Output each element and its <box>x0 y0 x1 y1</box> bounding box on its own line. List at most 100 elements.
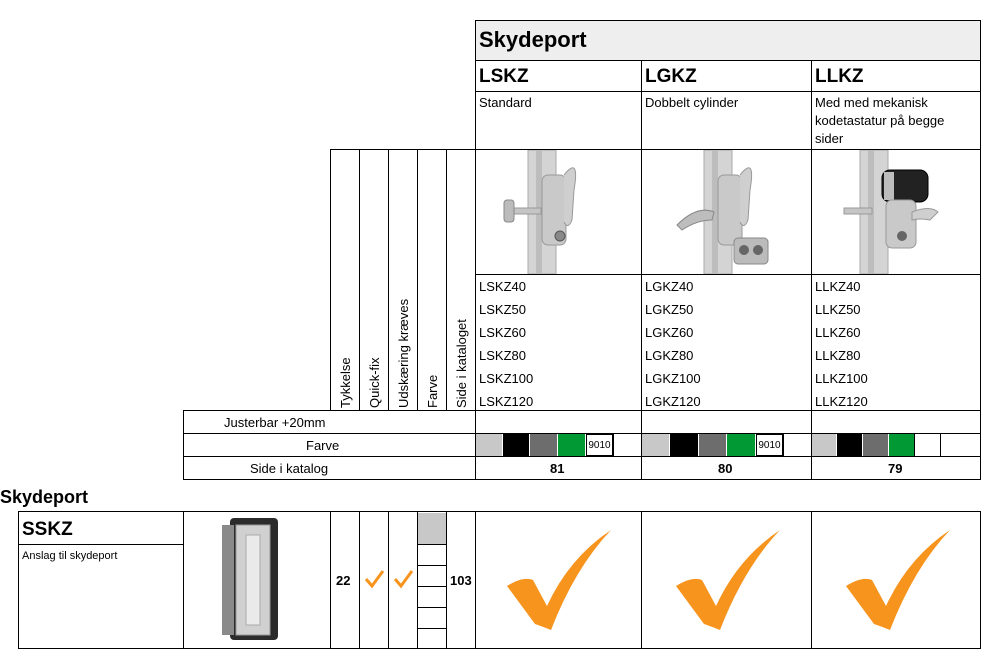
swatch-light-grey <box>642 434 669 456</box>
swatch-9010: 9010 <box>756 434 783 456</box>
accessory-farve-grey-cell <box>418 513 446 544</box>
page-number-lskz: 81 <box>550 461 565 476</box>
col-header-tykkelse: Tykkelse <box>338 357 353 408</box>
check-icon-llkz <box>846 530 950 630</box>
product-code-llkz: LLKZ <box>815 66 864 87</box>
grid-line <box>914 433 915 456</box>
row-label-justerbar: Justerbar +20mm <box>224 415 326 430</box>
accessory-page: 103 <box>450 573 472 588</box>
grid-line <box>475 20 981 21</box>
grid-line <box>475 20 476 479</box>
product-image-lgkz <box>676 150 769 274</box>
grid-line <box>783 433 784 456</box>
col-header-quick-fix: Quick-fix <box>367 357 382 408</box>
variant-item: LLKZ40 <box>815 279 861 294</box>
grid-line <box>475 274 981 275</box>
grid-line <box>388 149 389 410</box>
grid-line <box>475 60 981 61</box>
swatch-green <box>558 434 585 456</box>
grid-line <box>183 511 184 649</box>
product-image-lskz <box>503 150 577 274</box>
col-header-side-i-kataloget: Side i kataloget <box>454 319 469 408</box>
grid-line <box>18 511 19 649</box>
variant-item: LGKZ60 <box>645 325 694 340</box>
accessory-code: SSKZ <box>22 519 73 540</box>
grid-line <box>417 607 446 608</box>
product-desc-lskz: Standard <box>479 95 532 110</box>
variant-item: LGKZ50 <box>645 302 694 317</box>
col-header-farve: Farve <box>425 374 440 408</box>
check-icon-lskz <box>507 530 611 630</box>
variant-item: LSKZ40 <box>479 279 526 294</box>
variant-item: LGKZ80 <box>645 348 694 363</box>
grid-line <box>417 511 418 649</box>
variant-item: LLKZ60 <box>815 325 861 340</box>
swatch-light-grey <box>476 434 502 456</box>
page-number-lgkz: 80 <box>718 461 733 476</box>
grid-line <box>980 511 981 649</box>
row-label-side: Side i katalog <box>250 461 329 476</box>
section-title: Skydeport <box>0 487 89 507</box>
grid-line <box>980 20 981 479</box>
variant-item: LSKZ60 <box>479 325 526 340</box>
check-icon-lgkz <box>676 530 780 630</box>
grid-line <box>811 60 812 479</box>
grid-line <box>940 433 941 456</box>
grid-line <box>18 544 183 545</box>
accessory-image <box>222 518 278 640</box>
grid-line <box>359 511 360 649</box>
grid-line <box>417 628 446 629</box>
grid-line <box>475 91 981 92</box>
variant-item: LSKZ120 <box>479 394 534 409</box>
page-number-llkz: 79 <box>888 461 903 476</box>
variant-item: LSKZ100 <box>479 371 534 386</box>
grid-line <box>183 479 981 480</box>
grid-line <box>446 149 447 410</box>
variant-item: LGKZ100 <box>645 371 701 386</box>
swatch-grey <box>699 434 726 456</box>
variant-item: LGKZ40 <box>645 279 694 294</box>
grid-line <box>18 648 981 649</box>
grid-line <box>183 410 184 479</box>
grid-line <box>417 544 446 545</box>
product-image-llkz <box>843 150 939 274</box>
variant-item: LLKZ80 <box>815 348 861 363</box>
check-icon-quick-fix <box>364 570 384 589</box>
grid-line <box>811 511 812 649</box>
grid-line <box>417 586 446 587</box>
swatch-black <box>503 434 529 456</box>
header-title-cell <box>475 20 981 60</box>
grid-line <box>475 511 476 649</box>
variant-item: LLKZ120 <box>815 394 868 409</box>
swatch-light-grey <box>812 434 836 456</box>
variant-item: LLKZ100 <box>815 371 868 386</box>
accessory-desc: Anslag til skydeport <box>22 550 118 562</box>
swatch-black <box>670 434 698 456</box>
swatch-grey <box>863 434 888 456</box>
product-desc-llkz-2: kodetastatur på begge <box>815 113 945 128</box>
grid-line <box>330 149 981 150</box>
row-label-farve: Farve <box>306 438 340 453</box>
product-code-lgkz: LGKZ <box>645 66 697 87</box>
grid-line <box>417 149 418 410</box>
check-icon-udskaering <box>393 570 413 589</box>
header-title: Skydeport <box>479 27 587 52</box>
grid-line <box>18 511 981 512</box>
grid-line <box>359 149 360 410</box>
grid-line <box>641 60 642 479</box>
product-code-lskz: LSKZ <box>479 66 529 87</box>
swatch-9010: 9010 <box>586 434 613 456</box>
grid-line <box>330 511 331 649</box>
swatch-green <box>889 434 914 456</box>
swatch-green <box>727 434 755 456</box>
swatch-black <box>837 434 862 456</box>
grid-line <box>641 511 642 649</box>
grid-line <box>183 456 981 457</box>
variant-item: LGKZ120 <box>645 394 701 409</box>
variant-item: LSKZ50 <box>479 302 526 317</box>
grid-line <box>388 511 389 649</box>
grid-line <box>417 565 446 566</box>
col-header-udskaering: Udskæring kræves <box>396 298 411 408</box>
product-desc-lgkz: Dobbelt cylinder <box>645 95 739 110</box>
product-desc-llkz-3: sider <box>815 131 844 146</box>
